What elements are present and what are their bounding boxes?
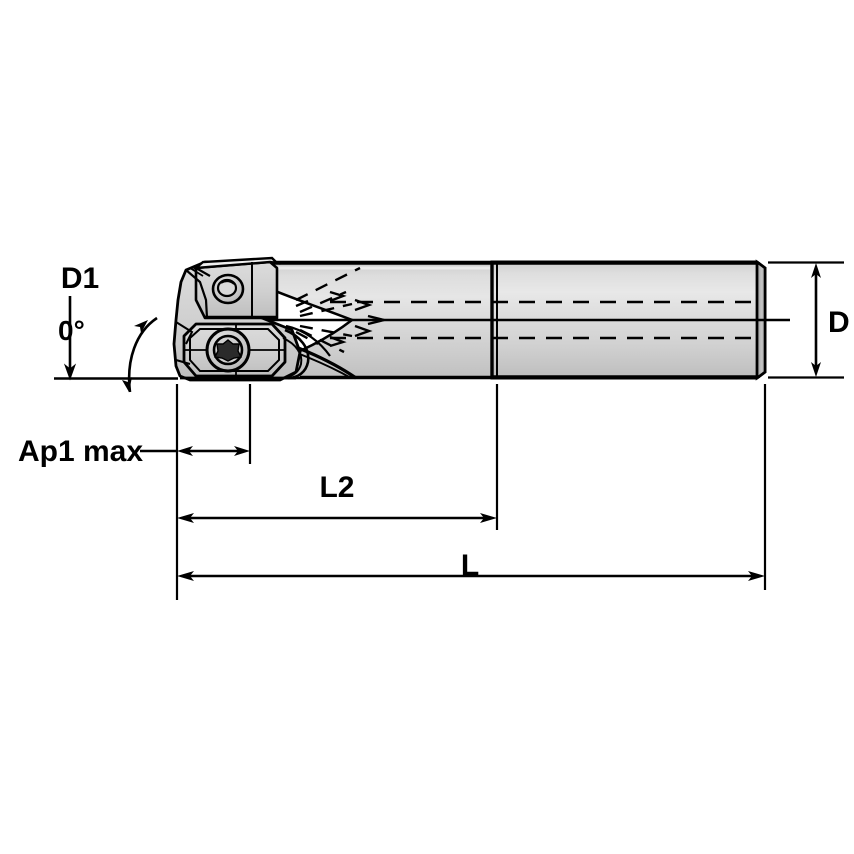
insert-pocket-shoulder-inner	[282, 337, 303, 378]
dimension-d: D	[768, 261, 850, 379]
lead-angle-arrowhead-top	[134, 320, 148, 333]
l-label: L	[461, 549, 479, 582]
torx-drive-icon	[213, 339, 243, 362]
coolant-channel-group	[330, 300, 762, 340]
l-arrowhead-right	[748, 571, 765, 581]
upper-insert-top-face	[192, 256, 281, 270]
lower-insert-screw	[205, 327, 251, 373]
coolant-branch-up-2	[299, 290, 347, 314]
dimension-d1: D1	[54, 262, 178, 381]
upper-insert-chamfer-line	[185, 269, 209, 319]
d-arrowhead-top	[811, 263, 821, 278]
d-arrowhead-bottom	[811, 362, 821, 377]
d1-arrowhead	[63, 363, 77, 381]
l2-arrowhead-left	[177, 513, 194, 523]
pocket-wall-line	[285, 324, 331, 357]
lead-angle-label: 0°	[58, 315, 85, 346]
ap1-arrowhead-left	[177, 446, 193, 456]
lead-angle-arrowhead-bottom	[122, 377, 132, 392]
coolant-exit-marks	[329, 290, 385, 348]
coolant-branch-up	[295, 266, 361, 302]
ap1-max-label: Ap1 max	[18, 435, 143, 468]
l2-label: L2	[319, 471, 354, 504]
coolant-branch-mid-up	[299, 302, 353, 318]
coolant-branch-down	[299, 324, 353, 338]
upper-insert-corner-line	[189, 267, 204, 277]
l-arrowhead-left	[177, 571, 194, 581]
dimension-lead-angle: 0°	[58, 315, 158, 393]
tool-body-group	[172, 256, 790, 382]
upper-insert-screw	[211, 273, 245, 305]
d-label: D	[828, 306, 850, 339]
d1-label: D1	[61, 262, 99, 295]
coolant-branch-tip-down	[295, 330, 319, 346]
ap1-arrowhead-right	[234, 446, 250, 456]
cutting-head-group	[172, 256, 331, 382]
coolant-branch-tip-up	[295, 296, 316, 308]
dimension-l: L	[177, 384, 767, 590]
dimension-l2: L2	[177, 384, 499, 530]
upper-insert-edge-left	[195, 267, 211, 277]
head-facet-left-upper	[175, 321, 194, 345]
head-facet-left-lower	[175, 359, 191, 365]
l2-arrowhead-right	[480, 513, 497, 523]
dimension-ap1-max: Ap1 max	[18, 384, 252, 600]
insert-pocket-shoulder	[284, 328, 310, 380]
